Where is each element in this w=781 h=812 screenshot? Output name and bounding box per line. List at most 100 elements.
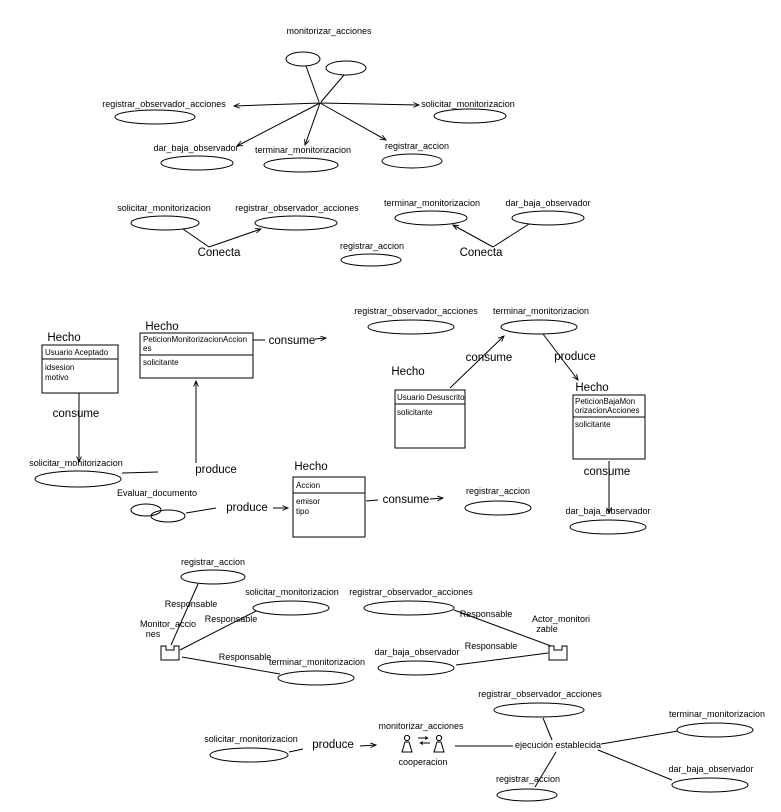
usecase-label: dar_baja_observador: [505, 198, 590, 208]
fact-title: orizacionAcciones: [575, 406, 639, 415]
usecase-label: registrar_observador_acciones: [478, 689, 602, 699]
ejecucion-label: ejecución establecida: [515, 740, 601, 750]
usecase-ellipse: [367, 319, 455, 335]
consume-arrow-desuscrito: [449, 335, 505, 389]
edge-responsable-solicitar: [179, 610, 257, 651]
collab-stem-2: [320, 74, 345, 103]
usecase-ellipse: [381, 153, 443, 169]
fact-title: Usuario Desuscrito: [397, 393, 465, 402]
fact-title: es: [143, 344, 151, 353]
hecho-heading: Hecho: [575, 382, 608, 394]
usecase-ellipse: [252, 600, 330, 616]
usecase-ellipse: [377, 660, 455, 676]
actor-icon: [548, 645, 568, 661]
usecase-registrar-observador-acciones: registrar_observador_acciones: [102, 99, 226, 125]
usecase-ellipse: [114, 109, 196, 125]
fact-peticion-monitorizacion: Hecho PeticionMonitorizacionAccion es so…: [139, 321, 254, 379]
produce-line-solicitar: [121, 471, 159, 474]
usecase-solicitar-monitorizacion: solicitar_monitorizacion: [204, 734, 298, 763]
produce-label: produce: [554, 351, 596, 363]
usecase-label: terminar_monitorizacion: [669, 709, 765, 719]
usecase-dar-baja-observador: dar_baja_observador: [153, 143, 239, 171]
usecase-ellipse: [500, 319, 578, 335]
usecase-dar-baja-observador: dar_baja_observador: [374, 647, 460, 676]
usecase-solicitar-monitorizacion: solicitar_monitorizacion: [421, 99, 515, 124]
hecho-heading: Hecho: [391, 366, 424, 378]
usecase-label: solicitar_monitorizacion: [29, 458, 123, 468]
usecase-label: terminar_monitorizacion: [493, 306, 589, 316]
usecase-dar-baja-observador: dar_baja_observador: [668, 764, 754, 793]
fact-attr: emisor: [296, 497, 320, 506]
usecase-label: registrar_observador_acciones: [102, 99, 226, 109]
fact-title: PeticionMonitorizacionAccion: [143, 335, 247, 344]
usecase-ellipse: [277, 670, 355, 686]
fact-attr: motivo: [45, 373, 69, 382]
usecase-registrar-observador-acciones: registrar_observador_acciones: [478, 689, 602, 718]
usecase-registrar-accion: registrar_accion: [464, 486, 532, 516]
usecase-solicitar-monitorizacion: solicitar_monitorizacion: [117, 203, 211, 231]
collab-label: Evaluar_documento: [117, 488, 197, 498]
collab-stem-1: [305, 65, 320, 103]
usecase-label: dar_baja_observador: [668, 764, 753, 774]
usecase-label: registrar_accion: [181, 557, 245, 567]
usecase-ellipse: [464, 500, 532, 516]
person-head: [435, 734, 443, 742]
usecase-terminar-monitorizacion: terminar_monitorizacion: [269, 657, 365, 686]
person-body: [433, 741, 445, 753]
usecase-ellipse: [493, 702, 585, 718]
usecase-label: terminar_monitorizacion: [255, 145, 351, 155]
usecase-label: registrar_observador_acciones: [235, 203, 359, 213]
produce-line-monitorizar: [288, 748, 304, 753]
usecase-registrar-observador-acciones: registrar_observador_acciones: [235, 203, 359, 231]
hecho-heading: Hecho: [47, 332, 80, 344]
collab-monitorizar-acciones: monitorizar_acciones cooperacion: [378, 721, 464, 767]
usecase-ellipse: [511, 210, 585, 226]
consume-arrow-accion: [429, 495, 445, 502]
usecase-terminar-monitorizacion: terminar_monitorizacion: [493, 306, 589, 335]
usecase-ellipse: [209, 747, 289, 763]
actor-label: Monitor_accio: [140, 619, 196, 629]
produce-line-evaluar: [185, 507, 217, 514]
usecase-label: registrar_accion: [496, 774, 560, 784]
usecase-label: registrar_accion: [466, 486, 530, 496]
fact-attr: idsesion: [45, 363, 74, 372]
responsable-label: Responsable: [205, 614, 258, 624]
usecase-label: registrar_observador_acciones: [349, 587, 473, 597]
actor-label: Actor_monitori: [532, 614, 590, 624]
edge-to-solicitar: [319, 102, 421, 108]
usecase-label: solicitar_monitorizacion: [245, 587, 339, 597]
fact-box: [572, 394, 646, 460]
consume-label: consume: [383, 494, 430, 506]
edge-responsable-terminar: [181, 656, 281, 675]
actor-icon: [160, 645, 180, 661]
fact-usuario-desuscrito: Hecho Usuario Desuscrito solicitante: [391, 366, 466, 449]
fact-attr: solicitante: [143, 358, 179, 367]
usecase-ellipse: [676, 722, 754, 738]
usecase-label: registrar_observador_acciones: [354, 306, 478, 316]
usecase-label: dar_baja_observador: [565, 506, 650, 516]
collab-monitorizar-label: monitorizar_acciones: [286, 26, 372, 36]
usecase-label: dar_baja_observador: [374, 647, 459, 657]
usecase-label: dar_baja_observador: [153, 143, 238, 153]
usecase-ellipse: [180, 569, 246, 585]
actor-label: nes: [146, 629, 161, 639]
edge-responsable-dar-baja: [455, 652, 549, 666]
usecase-ellipse: [340, 253, 402, 267]
usecase-terminar-monitorizacion: terminar_monitorizacion: [384, 198, 480, 226]
usecase-label: terminar_monitorizacion: [384, 198, 480, 208]
fact-box: [41, 344, 119, 394]
actor-label: zable: [536, 624, 558, 634]
usecase-label: solicitar_monitorizacion: [421, 99, 515, 109]
consume-label: consume: [53, 408, 100, 420]
usecase-terminar-monitorizacion: terminar_monitorizacion: [255, 145, 351, 173]
edge-responsable-registrar-observador: [453, 609, 552, 647]
usecase-label: registrar_accion: [340, 241, 404, 251]
usecase-ellipse: [363, 600, 455, 616]
fact-attr: solicitante: [397, 408, 433, 417]
usecase-ellipse: [671, 777, 749, 793]
hub-edge-terminar: [600, 730, 679, 745]
collab-ellipse-2: [325, 60, 367, 76]
fact-usuario-aceptado: Hecho Usuario Aceptado idsesion motivo: [41, 332, 119, 394]
